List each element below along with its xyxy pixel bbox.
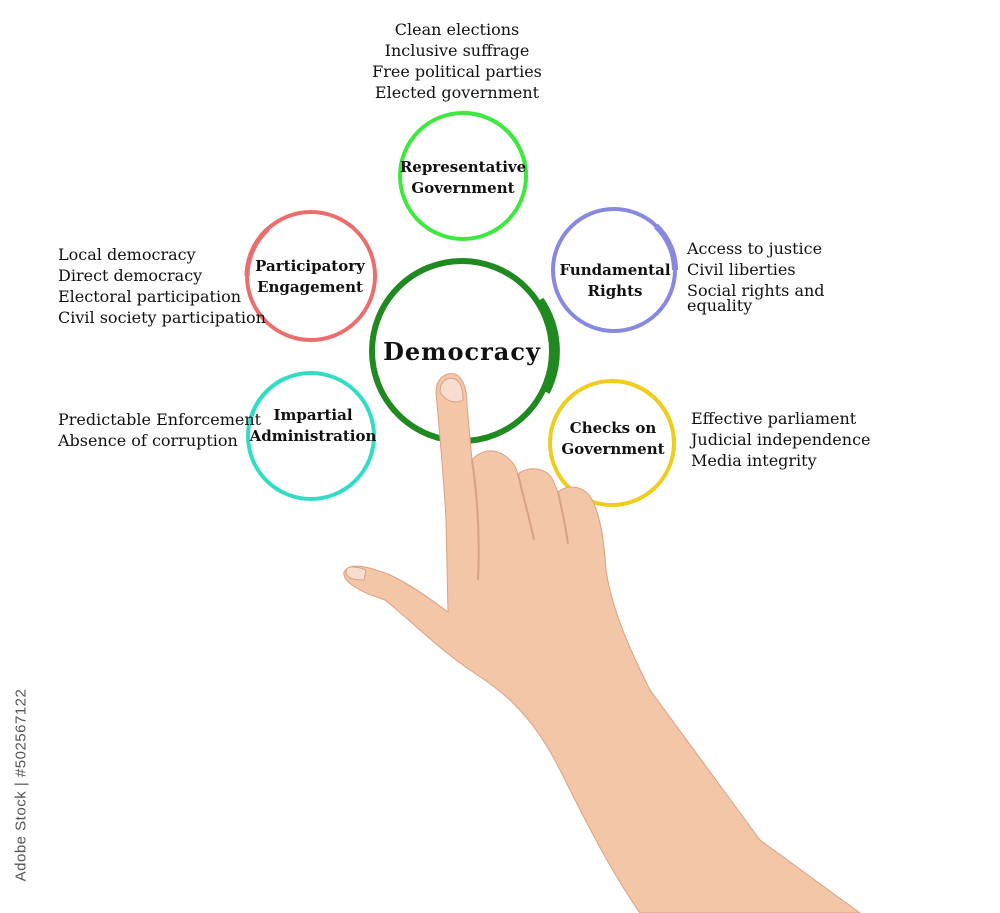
node-label-administration: Impartial Administration: [243, 405, 383, 447]
node-label-line: Participatory: [255, 257, 365, 275]
list-item: Free political parties: [372, 62, 542, 81]
list-item: Effective parliament: [691, 409, 857, 428]
list-item: Elected government: [374, 83, 540, 102]
node-label-line: Fundamental: [559, 261, 671, 279]
node-label-line: Representative: [399, 158, 527, 176]
node-label-checks: Checks on Government: [543, 418, 683, 460]
list-item: Judicial independence: [691, 430, 871, 449]
node-label-line: Impartial: [273, 406, 353, 424]
item-list-administration: Predictable Enforcement Absence of corru…: [58, 409, 262, 451]
item-list-checks: Effective parliament Judicial independen…: [691, 408, 891, 471]
list-item: Civil liberties: [687, 260, 796, 279]
center-label: Democracy: [383, 337, 541, 366]
pointing-hand-illustration: [343, 373, 861, 913]
node-label-line: Rights: [587, 282, 643, 300]
ring-participatory: [244, 210, 377, 342]
item-list-participatory: Local democracy Direct democracy Elector…: [58, 244, 266, 328]
list-item: Electoral participation: [58, 287, 241, 306]
item-list-rights: Access to justice Civil liberties Social…: [687, 238, 827, 315]
list-item: Local democracy: [58, 245, 196, 264]
item-list-representative: Clean elections Inclusive suffrage Free …: [357, 19, 557, 103]
stock-watermark-text: Adobe Stock | #502567122: [12, 688, 30, 882]
list-item: Predictable Enforcement: [58, 410, 262, 429]
node-label-participatory: Participatory Engagement: [240, 256, 380, 298]
list-item: Direct democracy: [58, 266, 203, 285]
ring-rights: [551, 207, 678, 333]
list-item: Absence of corruption: [58, 431, 238, 450]
ring-administration: [246, 371, 376, 501]
list-item: Civil society participation: [58, 308, 266, 327]
ring-representative: [398, 110, 528, 241]
node-label-line: Administration: [249, 427, 377, 445]
list-item: Access to justice: [687, 239, 823, 258]
list-item: Clean elections: [394, 20, 520, 39]
node-label-representative: Representative Government: [393, 157, 533, 199]
node-label-line: Checks on: [569, 419, 657, 437]
node-label-rights: Fundamental Rights: [545, 260, 685, 302]
node-label-line: Engagement: [257, 278, 363, 296]
node-label-line: Government: [411, 179, 515, 197]
list-item: Media integrity: [691, 451, 817, 470]
ring-checks: [548, 379, 676, 507]
list-item: Inclusive suffrage: [384, 41, 530, 60]
list-item: Social rights and equality: [687, 281, 825, 315]
node-label-line: Government: [561, 440, 665, 458]
stock-watermark: Adobe Stock | #502567122: [6, 680, 36, 890]
